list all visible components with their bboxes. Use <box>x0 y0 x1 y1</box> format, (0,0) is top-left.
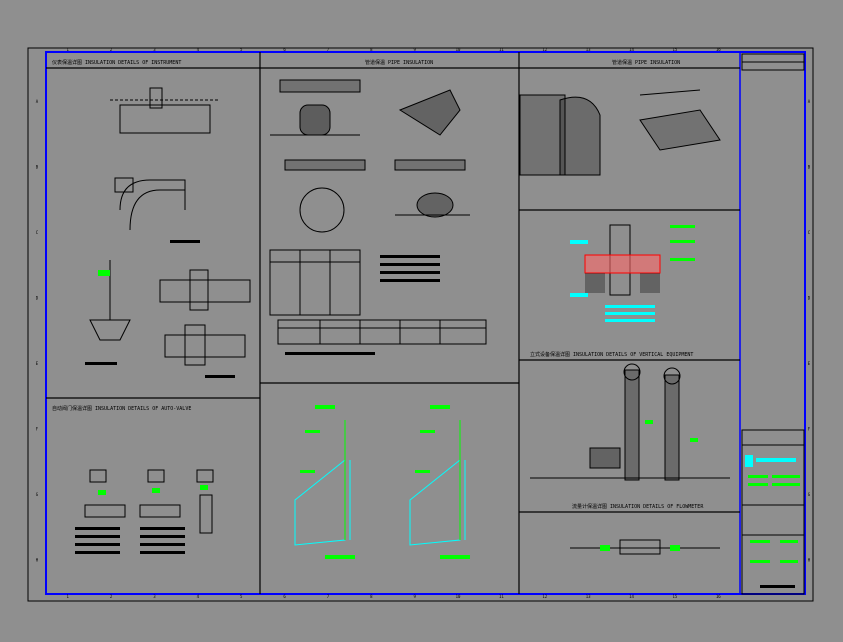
column-number-10-top: 10 <box>456 47 461 52</box>
column-number-11-bottom: 11 <box>499 594 504 599</box>
vent-green-labels <box>300 405 470 559</box>
auto-valve-sketches <box>84 469 214 534</box>
column-number-16-bottom: 16 <box>716 594 721 599</box>
row-letter-C-left: C <box>36 230 39 235</box>
row-letter-A-right: A <box>808 99 811 104</box>
column-ticks: 1122334455667788991010111112121313141415… <box>66 47 721 599</box>
column-number-2-top: 2 <box>110 47 113 52</box>
column-number-9-top: 9 <box>413 47 416 52</box>
vertical-equipment-green <box>645 420 698 442</box>
panel-title-vertical-equipment: 立式设备保温详图 INSULATION DETAILS OF VERTICAL … <box>530 351 693 358</box>
row-letter-G-right: G <box>808 492 811 497</box>
column-number-11-top: 11 <box>499 47 504 52</box>
row-letter-G-left: G <box>36 492 39 497</box>
column-number-8-top: 8 <box>370 47 373 52</box>
right-top-sketches <box>519 89 721 176</box>
column-number-15-bottom: 15 <box>673 594 678 599</box>
left-text-stubs <box>85 240 235 378</box>
row-letter-B-left: B <box>36 164 39 169</box>
column-number-7-top: 7 <box>327 47 330 52</box>
instrument-sketches <box>89 87 251 366</box>
drawing-border <box>45 51 806 595</box>
instrument-green-marks <box>98 270 110 276</box>
column-number-6-bottom: 6 <box>283 594 286 599</box>
row-letter-D-right: D <box>808 295 811 300</box>
row-letter-E-right: E <box>808 361 811 366</box>
row-letter-B-right: B <box>808 164 811 169</box>
column-number-2-bottom: 2 <box>110 594 113 599</box>
column-number-14-top: 14 <box>629 47 634 52</box>
column-number-3-top: 3 <box>153 47 156 52</box>
pipe-support-sketches <box>270 79 470 233</box>
auto-valve-green <box>98 485 208 495</box>
column-number-10-bottom: 10 <box>456 594 461 599</box>
row-letter-F-right: F <box>808 426 811 431</box>
column-number-1-top: 1 <box>66 47 69 52</box>
panel-title-pipe-insulation-2: 管道保温 PIPE INSULATION <box>612 59 680 66</box>
column-number-1-bottom: 1 <box>66 594 69 599</box>
flange-callouts <box>570 240 655 322</box>
row-letter-C-right: C <box>808 230 811 235</box>
flange-green-callouts <box>670 225 695 261</box>
row-letter-E-left: E <box>36 361 39 366</box>
column-number-16-top: 16 <box>716 47 721 52</box>
column-number-12-bottom: 12 <box>542 594 547 599</box>
flange-detail <box>584 224 661 296</box>
column-number-13-bottom: 13 <box>586 594 591 599</box>
column-number-7-bottom: 7 <box>327 594 330 599</box>
column-number-4-top: 4 <box>197 47 200 52</box>
vertical-equipment-sketch <box>530 363 730 481</box>
row-letter-A-left: A <box>36 99 39 104</box>
row-letter-D-left: D <box>36 295 39 300</box>
column-number-5-top: 5 <box>240 47 243 52</box>
middle-text-stubs <box>285 255 440 355</box>
outer-frame <box>27 47 814 602</box>
row-letter-F-left: F <box>36 426 39 431</box>
panel-dividers <box>46 52 741 594</box>
middle-tables <box>269 249 487 345</box>
column-number-4-bottom: 4 <box>197 594 200 599</box>
panel-title-insulation-details: 仪表保温详图 INSULATION DETAILS OF INSTRUMENT <box>52 59 181 66</box>
row-letter-H-left: H <box>36 557 39 562</box>
column-number-9-bottom: 9 <box>413 594 416 599</box>
title-block <box>741 53 805 595</box>
column-number-5-bottom: 5 <box>240 594 243 599</box>
column-number-13-top: 13 <box>586 47 591 52</box>
column-number-8-bottom: 8 <box>370 594 373 599</box>
vent-diagrams <box>294 420 466 546</box>
column-number-15-top: 15 <box>673 47 678 52</box>
column-number-14-bottom: 14 <box>629 594 634 599</box>
flowmeter-sketch <box>570 539 720 555</box>
row-letter-H-right: H <box>808 557 811 562</box>
row-ticks: A A B B C C D D E E F F G G H H <box>36 99 811 563</box>
column-number-12-top: 12 <box>542 47 547 52</box>
flowmeter-green <box>600 545 680 551</box>
panel-title-flowmeter: 流量计保温详图 INSULATION DETAILS OF FLOWMETER <box>572 503 704 510</box>
auto-valve-tables <box>75 527 185 554</box>
panel-title-auto-valve: 自动阀门保温详图 INSULATION DETAILS OF AUTO-VALV… <box>52 405 191 412</box>
panel-title-pipe-insulation-1: 管道保温 PIPE INSULATION <box>365 59 433 66</box>
column-number-3-bottom: 3 <box>153 594 156 599</box>
column-number-6-top: 6 <box>283 47 286 52</box>
